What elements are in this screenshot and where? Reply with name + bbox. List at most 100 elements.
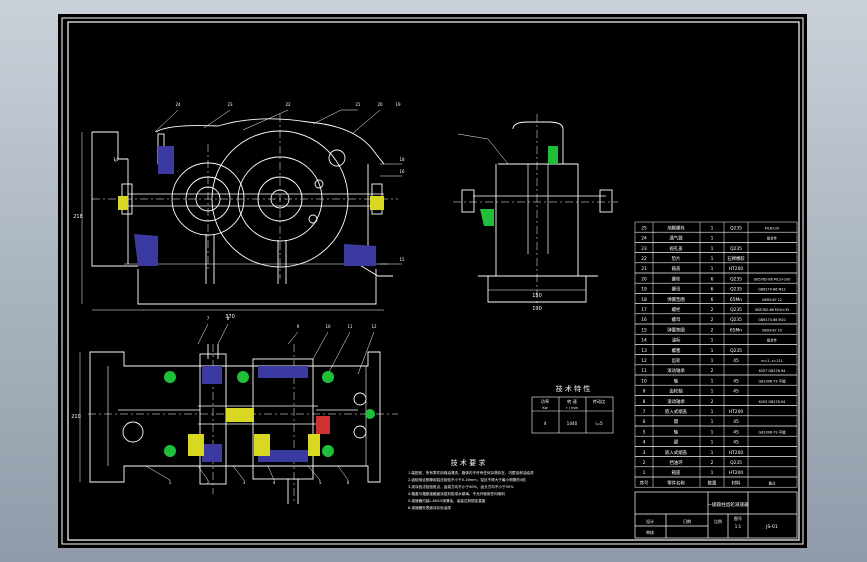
parts-cell: 螺母 — [672, 316, 681, 323]
outer-frame — [61, 17, 804, 545]
parts-cell: 2 — [643, 460, 646, 466]
parts-cell: 箱座 — [672, 469, 681, 476]
parts-cell: 16 — [641, 317, 647, 323]
parts-row — [634, 446, 798, 457]
parts-cell: 弹簧垫圈 — [667, 296, 685, 303]
tech-params-table — [531, 396, 614, 434]
parts-cell: 1 — [711, 419, 714, 425]
tech-params-title: 技 术 特 性 — [556, 384, 591, 393]
parts-row — [634, 435, 798, 447]
balloon-number: 5 — [319, 480, 322, 485]
dim-side-base: 150 — [532, 293, 542, 299]
balloon-number: 19 — [395, 102, 401, 107]
parts-cell: 弹簧垫圈 — [667, 326, 685, 333]
parts-cell: Q235 — [730, 287, 742, 293]
title-block-label-scale: 比例 — [714, 518, 722, 524]
parts-cell: 通气器 — [669, 235, 683, 242]
parts-cell: 8 — [643, 399, 646, 405]
parts-cell: 6205 GB276-94 — [759, 400, 786, 404]
dim-front-height: 218 — [73, 214, 83, 220]
front-hatches — [118, 146, 384, 266]
balloon-number: 3 — [243, 480, 246, 485]
parts-cell: 6207 GB276-94 — [759, 369, 786, 373]
parts-cell: 2 — [711, 307, 714, 313]
parts-cell: 油标 — [672, 337, 681, 344]
parts-cell: 滚动轴承 — [667, 367, 685, 374]
title-block-drawing-no: JS-01 — [765, 524, 778, 530]
parts-cell: 10 — [641, 378, 647, 384]
parts-cell: 嵌入式端盖 — [665, 408, 688, 415]
tech-req-line: 5.减速器内装L-AN15润滑油，油量达到规定高度 — [408, 498, 486, 503]
tech-param-header-2: 传动比 — [593, 398, 606, 405]
parts-cell: 螺塞 — [672, 347, 681, 354]
top-hatches — [164, 366, 375, 462]
parts-cell: 螺栓 — [672, 306, 681, 313]
balloon-number: 15 — [399, 257, 405, 262]
title-block-label-design: 设计 — [646, 518, 654, 524]
balloon-number: 7 — [207, 316, 210, 321]
balloon-number: 14 — [113, 157, 119, 162]
parts-cell: Q235 — [730, 460, 742, 466]
parts-cell: 17 — [641, 307, 647, 313]
tech-req-line: 2.齿轮啮合侧隙用铅丝检验不小于0.16mm，铅丝不得大于最小侧隙的4倍 — [408, 477, 526, 482]
parts-cell: 6 — [711, 287, 714, 293]
balloon-number: 16 — [399, 169, 405, 174]
parts-cell: 石棉橡胶 — [727, 255, 745, 262]
parts-row — [634, 415, 798, 427]
parts-cell: 12 — [641, 358, 647, 364]
parts-cell: GB93-87 10 — [762, 328, 782, 332]
dim-top-height: 210 — [71, 414, 81, 420]
balloon-number: 11 — [347, 324, 353, 329]
assembly-drawing: 370 218 150 190 210 24232221201918161514… — [61, 17, 804, 545]
parts-cell: 螺母 — [672, 286, 681, 293]
parts-cell: 2 — [711, 460, 714, 466]
parts-cell: 9 — [643, 389, 646, 395]
parts-cell: 1 — [711, 236, 714, 242]
parts-cell: 6 — [711, 276, 714, 282]
parts-cell: 20 — [641, 276, 647, 282]
parts-cell: 1 — [711, 225, 714, 231]
tech-param-value-0: 4 — [544, 421, 547, 426]
parts-row — [634, 344, 798, 355]
parts-cell: GB6170-86 M10 — [758, 318, 785, 322]
parts-cell: 11 — [641, 368, 647, 374]
balloon-number: 9 — [297, 324, 300, 329]
parts-cell: 45 — [733, 419, 739, 425]
parts-cell: 7 — [643, 409, 646, 415]
balloon-number: 8 — [227, 316, 230, 321]
balloon-number: 21 — [355, 102, 361, 107]
parts-cell: 1 — [711, 470, 714, 476]
parts-cell: 2 — [711, 317, 714, 323]
parts-cell: 键 — [674, 439, 679, 446]
parts-cell: 14 — [641, 338, 647, 344]
parts-cell: 1 — [711, 246, 714, 252]
parts-cell: HT200 — [729, 450, 744, 456]
parts-cell: 数量 — [708, 479, 717, 486]
parts-cell: 1 — [711, 389, 714, 395]
parts-cell: 键 — [674, 418, 679, 425]
parts-cell: 齿轮 — [672, 357, 681, 364]
balloon-number: 24 — [175, 102, 181, 107]
parts-cell: 零件名称 — [667, 479, 685, 486]
title-block-title: 一级圆柱齿轮减速器 — [707, 501, 749, 508]
tech-param-header-1: 转 速 — [567, 398, 578, 405]
tech-param-unit-1: r / min — [566, 406, 578, 410]
parts-cell: 组合件 — [767, 236, 778, 241]
parts-cell: M16×20 — [765, 226, 779, 230]
parts-cell: HT200 — [729, 470, 744, 476]
parts-row — [634, 466, 798, 478]
title-block-label-no: 图号 — [734, 515, 742, 521]
parts-cell: 轴 — [674, 428, 679, 435]
parts-cell: 1 — [711, 338, 714, 344]
dim-side-width: 190 — [532, 306, 542, 312]
parts-cell: 6 — [711, 297, 714, 303]
parts-cell: GB5782-86 M12×100 — [754, 277, 791, 281]
parts-cell: Q235 — [730, 246, 742, 252]
parts-cell: Q235 — [730, 276, 742, 282]
parts-cell: 2 — [711, 399, 714, 405]
parts-cell: 垫片 — [672, 255, 681, 262]
